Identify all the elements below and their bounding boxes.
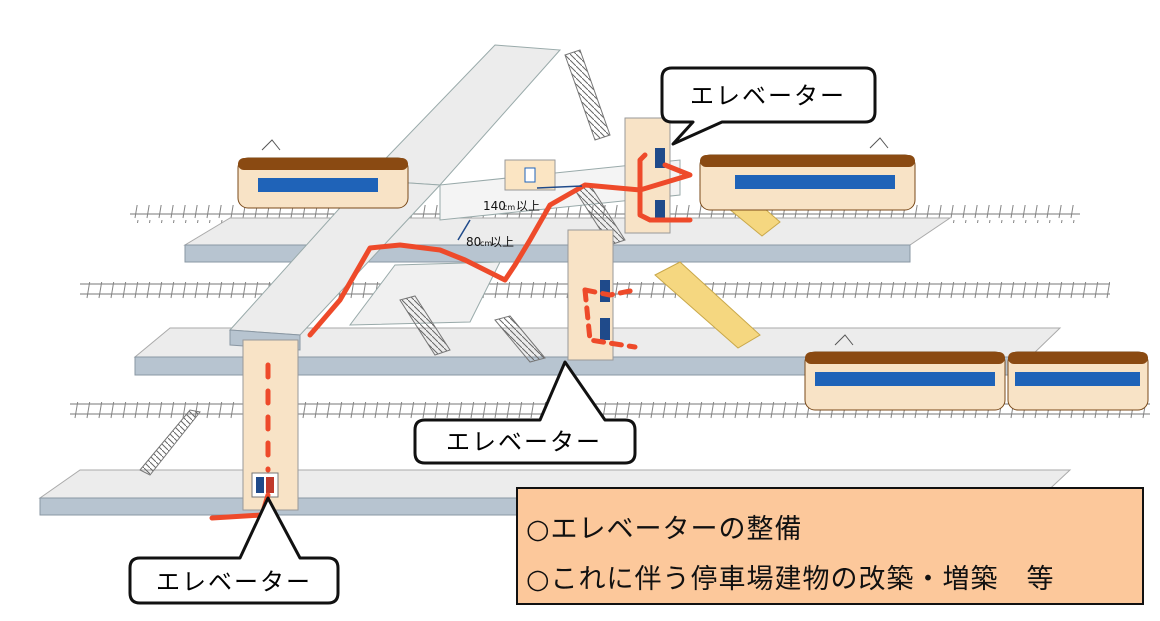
- escalator-lower: [654, 261, 761, 349]
- dimension-upper-suffix: 以上: [516, 199, 540, 213]
- callout-middle-label: エレベーター: [446, 428, 602, 456]
- stairs-left: [399, 295, 451, 356]
- dimension-upper-value: 140: [483, 199, 506, 213]
- overpass-room: [504, 159, 556, 191]
- stairs-bottom-left: [139, 409, 201, 476]
- dimension-upper: 140 cm 以上: [483, 185, 583, 213]
- callout-bottom-label: エレベーター: [156, 568, 312, 596]
- callout-elevator-bottom: エレベーター: [128, 496, 340, 605]
- dimension-lower-suffix: 以上: [490, 235, 514, 249]
- dimension-lower: 80 cm 以上: [457, 219, 514, 249]
- note-line-1: ○エレベーターの整備: [526, 514, 803, 545]
- dimension-lower-unit: cm: [480, 239, 492, 248]
- train-upper-left: [237, 139, 409, 209]
- train-lower-right: [804, 334, 1149, 411]
- stairs-top: [564, 49, 611, 141]
- dimension-lower-value: 80: [466, 235, 481, 249]
- dimension-upper-unit: cm: [503, 203, 515, 212]
- callout-elevator-middle: エレベーター: [413, 360, 637, 465]
- stairs-lower: [494, 315, 546, 363]
- accessible-route: [209, 152, 693, 521]
- train-upper-right: [699, 137, 916, 211]
- note-line-2: ○これに伴う停車場建物の改築・増築 等: [526, 564, 1055, 595]
- overpass-concourse: [228, 44, 681, 351]
- elevator-tower-top: [624, 117, 671, 234]
- callout-elevator-top: エレベーター: [660, 66, 877, 146]
- callout-top-label: エレベーター: [690, 82, 846, 110]
- note-box: ○エレベーターの整備 ○これに伴う停車場建物の改築・増築 等: [516, 487, 1144, 605]
